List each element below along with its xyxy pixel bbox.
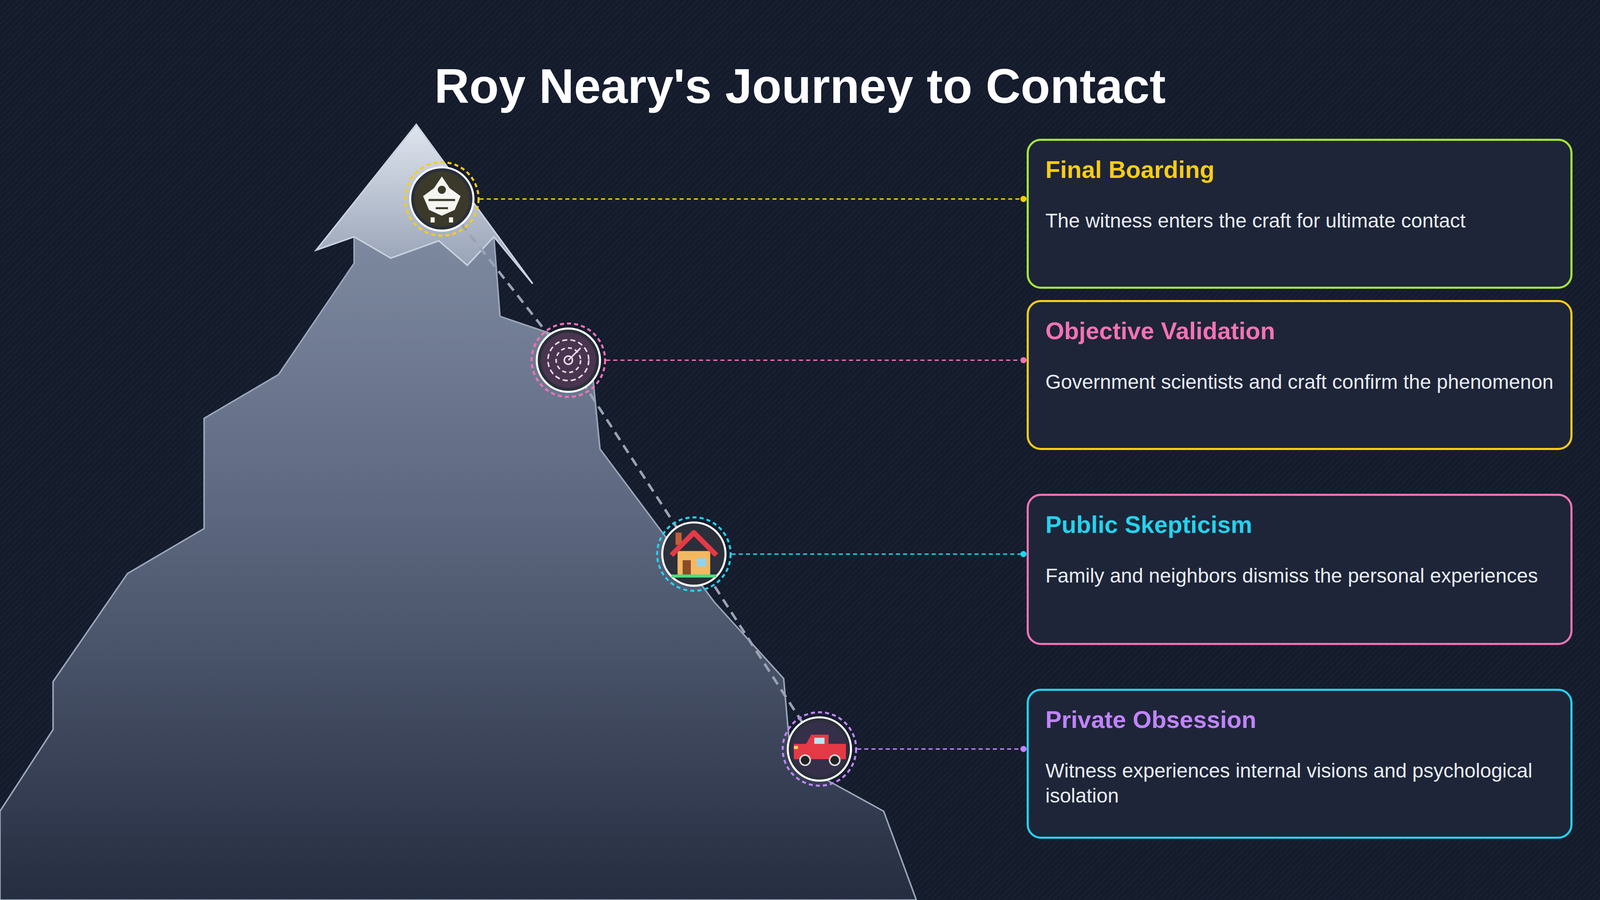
truck-icon: [782, 712, 856, 786]
stage-heading: Private Obsession: [1045, 705, 1554, 735]
house-icon: [657, 517, 731, 591]
stage-card: Final BoardingThe witness enters the cra…: [1026, 138, 1573, 289]
stage-card: Public SkepticismFamily and neighbors di…: [1026, 493, 1573, 645]
stage-heading: Final Boarding: [1045, 155, 1554, 185]
radar-icon: [531, 323, 605, 397]
stage-card: Objective ValidationGovernment scientist…: [1026, 300, 1573, 450]
mountain: [0, 124, 917, 900]
stage-description: The witness enters the craft for ultimat…: [1045, 208, 1554, 234]
title: Roy Neary's Journey to Contact: [0, 58, 1600, 115]
climb-path: [441, 199, 820, 750]
leader-lines: [479, 199, 1023, 750]
stage-description: Government scientists and craft confirm …: [1045, 369, 1554, 395]
stage-card: Private ObsessionWitness experiences int…: [1026, 688, 1573, 839]
stage-heading: Objective Validation: [1045, 316, 1554, 346]
stage-heading: Public Skepticism: [1045, 510, 1554, 540]
stage-description: Family and neighbors dismiss the persona…: [1045, 563, 1554, 589]
stage-description: Witness experiences internal visions and…: [1045, 758, 1554, 809]
snow-cap: [316, 124, 533, 284]
craft-icon: [405, 162, 479, 236]
